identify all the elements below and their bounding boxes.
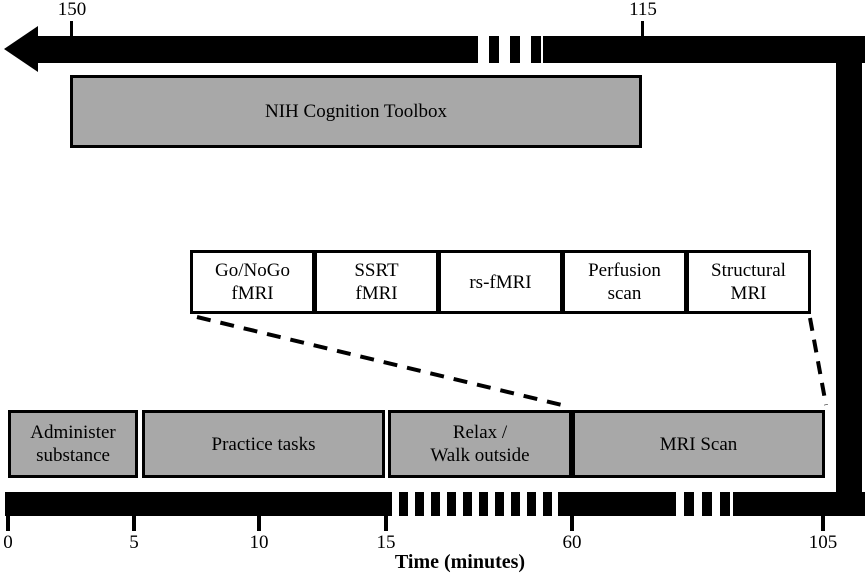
scan-box-rs-fmri: rs-fMRI — [438, 250, 563, 314]
bottom-bar-break-marks-1 — [392, 492, 558, 516]
time-axis-label: Time (minutes) — [394, 551, 526, 573]
scan-box-gonogo-fmri: Go/NoGo fMRI — [190, 250, 315, 314]
top-arrow-break-marks — [478, 36, 543, 63]
bottom-bar-break-marks-2 — [676, 492, 733, 516]
nih-cognition-toolbox-box: NIH Cognition Toolbox — [70, 75, 642, 148]
bottom-tick-label-10: 10 — [249, 532, 269, 553]
bottom-bar-segment-1 — [5, 492, 392, 516]
bottom-tick-mark-5 — [132, 516, 136, 531]
top-tick-label-150: 150 — [57, 0, 87, 20]
bottom-tick-mark-60 — [570, 516, 574, 531]
top-arrow-shaft-left — [37, 36, 478, 63]
top-arrow-shaft-right — [543, 36, 865, 63]
top-tick-mark-115 — [641, 21, 644, 36]
scan-box-ssrt-fmri: SSRT fMRI — [314, 250, 439, 314]
bottom-bar-segment-3 — [733, 492, 865, 516]
scan-box-perfusion-scan: Perfusion scan — [562, 250, 687, 314]
bottom-tick-label-5: 5 — [129, 532, 139, 553]
task-box-mri-scan: MRI Scan — [572, 410, 825, 478]
top-tick-label-115: 115 — [629, 0, 657, 20]
bottom-tick-label-105: 105 — [808, 532, 838, 553]
connector-dashed-line-left — [196, 315, 571, 409]
task-box-administer-substance: Administer substance — [8, 410, 138, 478]
top-tick-mark-150 — [70, 21, 73, 36]
connector-dashed-line-right — [808, 317, 828, 406]
bottom-tick-mark-15 — [384, 516, 388, 531]
task-box-practice-tasks: Practice tasks — [142, 410, 385, 478]
task-box-relax-walk-outside: Relax / Walk outside — [388, 410, 572, 478]
bottom-tick-mark-105 — [821, 516, 825, 531]
bottom-tick-label-60: 60 — [562, 532, 582, 553]
timeline-corner-bar — [836, 36, 862, 516]
bottom-bar-segment-2 — [558, 492, 676, 516]
scan-box-structural-mri: Structural MRI — [686, 250, 811, 314]
bottom-tick-label-0: 0 — [3, 532, 13, 553]
bottom-tick-mark-10 — [257, 516, 261, 531]
bottom-tick-label-15: 15 — [376, 532, 396, 553]
bottom-tick-mark-0 — [6, 516, 10, 531]
arrow-left-icon — [4, 26, 38, 72]
